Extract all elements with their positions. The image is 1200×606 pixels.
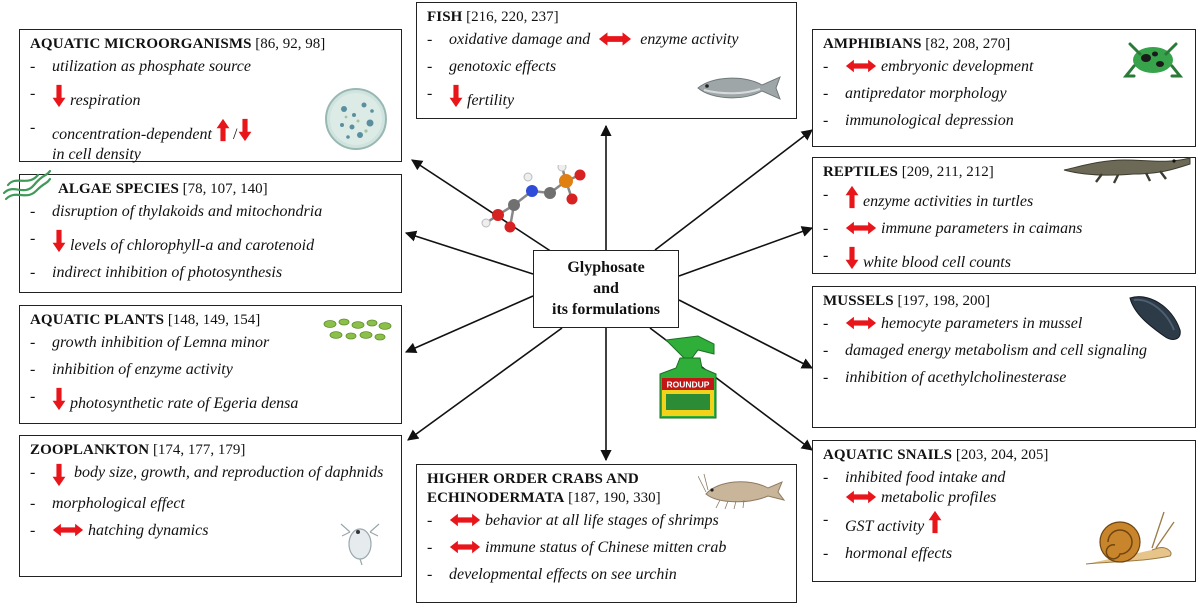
microorganism-petri-icon xyxy=(325,88,387,150)
increase-arrow-icon xyxy=(216,118,230,142)
box-reptiles: REPTILES [209, 211, 212] -enzyme activit… xyxy=(812,157,1196,274)
center-node-glyphosate: Glyphosate and its formulations xyxy=(533,250,679,328)
algae-icon xyxy=(2,169,52,201)
list-item: -indirect inhibition of photosynthesis xyxy=(30,264,283,281)
box-aquatic-plants: AQUATIC PLANTS [148, 149, 154] -growth i… xyxy=(19,305,402,424)
bidirectional-arrow-icon xyxy=(449,512,481,528)
box-amphibians: AMPHIBIANS [82, 208, 270] -embryonic dev… xyxy=(812,29,1196,147)
box-title: HIGHER ORDER CRABS AND xyxy=(427,471,639,487)
list-item: -growth inhibition of Lemna minor xyxy=(30,334,270,351)
decrease-arrow-icon xyxy=(52,387,66,411)
box-title: ZOOPLANKTON [174, 177, 179] xyxy=(30,442,246,458)
bidirectional-arrow-icon xyxy=(845,315,877,331)
list-item: -hemocyte parameters in mussel xyxy=(823,315,1083,332)
decrease-arrow-icon xyxy=(52,229,66,253)
list-item: -immunological depression xyxy=(823,112,1014,129)
bidirectional-arrow-icon xyxy=(845,489,877,505)
arrow-to-microorganisms xyxy=(411,159,553,253)
roundup-bottle-icon: ROUNDUP xyxy=(659,335,717,419)
list-item: -morphological effect xyxy=(30,495,185,512)
box-title: AQUATIC SNAILS [203, 204, 205] xyxy=(823,447,1049,463)
arrow-to-amphibians xyxy=(654,129,813,251)
box-title: AQUATIC PLANTS [148, 149, 154] xyxy=(30,312,261,328)
list-item: -enzyme activities in turtles xyxy=(823,185,1034,210)
arrow-to-reptiles xyxy=(678,226,814,277)
box-zooplankton: ZOOPLANKTON [174, 177, 179] -body size, … xyxy=(19,435,402,577)
box-title: REPTILES [209, 211, 212] xyxy=(823,164,994,180)
increase-arrow-icon xyxy=(928,510,942,534)
list-item: -hatching dynamics xyxy=(30,522,209,539)
bidirectional-arrow-icon xyxy=(449,539,481,555)
decrease-arrow-icon xyxy=(238,118,252,142)
mussel-icon xyxy=(1129,296,1181,340)
list-item: -immune status of Chinese mitten crab xyxy=(427,539,727,556)
lemna-icon xyxy=(323,318,392,341)
list-item: -white blood cell counts xyxy=(823,246,1011,271)
list-item: -antipredator morphology xyxy=(823,85,1007,102)
list-item: -behavior at all life stages of shrimps xyxy=(427,512,719,529)
box-fish: FISH [216, 220, 237] -oxidative damage a… xyxy=(416,2,797,119)
box-title: ECHINODERMATA [187, 190, 330] xyxy=(427,490,661,506)
daphnia-icon xyxy=(340,523,380,566)
increase-arrow-icon xyxy=(845,185,859,209)
list-item: -concentration-dependent/in cell density xyxy=(30,118,393,165)
decrease-arrow-icon xyxy=(449,84,463,108)
box-title: AQUATIC MICROORGANISMS [86, 92, 98] xyxy=(30,36,326,52)
decrease-arrow-icon xyxy=(52,84,66,108)
list-item: -photosynthetic rate of Egeria densa xyxy=(30,387,299,412)
list-item: -genotoxic effects xyxy=(427,58,557,75)
bidirectional-arrow-icon xyxy=(845,220,877,236)
list-item: -levels of chlorophyll-a and carotenoid xyxy=(30,229,315,254)
list-item: -GST activity xyxy=(823,510,1187,537)
list-item: -respiration xyxy=(30,84,141,109)
box-aquatic-snails: AQUATIC SNAILS [203, 204, 205] -inhibite… xyxy=(812,440,1196,582)
box-mussels: MUSSELS [197, 198, 200] -hemocyte parame… xyxy=(812,286,1196,428)
caiman-icon xyxy=(1063,157,1191,184)
center-line-2: and xyxy=(593,280,619,297)
bidirectional-arrow-icon xyxy=(598,31,632,47)
list-item: -developmental effects on see urchin xyxy=(427,566,677,583)
list-item: -hormonal effects xyxy=(823,545,953,562)
shrimp-icon xyxy=(698,473,786,510)
decrease-arrow-icon xyxy=(845,246,859,270)
center-line-1: Glyphosate xyxy=(567,259,645,276)
list-item: -damaged energy metabolism and cell sign… xyxy=(823,342,1148,359)
glyphosate-molecule-icon xyxy=(481,165,586,233)
box-title: ALGAE SPECIES [78, 107, 140] xyxy=(58,181,268,197)
list-item: -inhibition of acethylcholinesterase xyxy=(823,369,1067,386)
list-item: -inhibition of enzyme activity xyxy=(30,361,233,378)
list-item: -embryonic development xyxy=(823,58,1034,75)
roundup-label: ROUNDUP xyxy=(667,380,710,390)
decrease-arrow-icon xyxy=(52,463,66,487)
box-title: MUSSELS [197, 198, 200] xyxy=(823,293,990,309)
list-item: -utilization as phosphate source xyxy=(30,58,251,75)
snail-icon xyxy=(1085,511,1175,565)
box-algae-species: ALGAE SPECIES [78, 107, 140] -disruption… xyxy=(19,174,402,293)
list-item: -fertility xyxy=(427,84,515,109)
center-line-3: its formulations xyxy=(552,301,660,318)
box-title: AMPHIBIANS [82, 208, 270] xyxy=(823,36,1011,52)
arrow-to-algae xyxy=(404,230,534,275)
frog-icon xyxy=(1122,42,1184,78)
list-item: -body size, growth, and reproduction of … xyxy=(30,463,393,487)
bidirectional-arrow-icon xyxy=(52,522,84,538)
arrow-to-zooplankton xyxy=(407,327,563,441)
fish-icon xyxy=(697,76,781,100)
arrow-to-plants xyxy=(404,295,534,354)
list-item: -immune parameters in caimans xyxy=(823,220,1083,237)
box-crabs-echinodermata: HIGHER ORDER CRABS AND ECHINODERMATA [18… xyxy=(416,464,797,603)
box-title: FISH [216, 220, 237] xyxy=(427,9,559,25)
arrow-to-mussels xyxy=(678,299,813,369)
list-item: -disruption of thylakoids and mitochondr… xyxy=(30,203,323,220)
bidirectional-arrow-icon xyxy=(845,58,877,74)
